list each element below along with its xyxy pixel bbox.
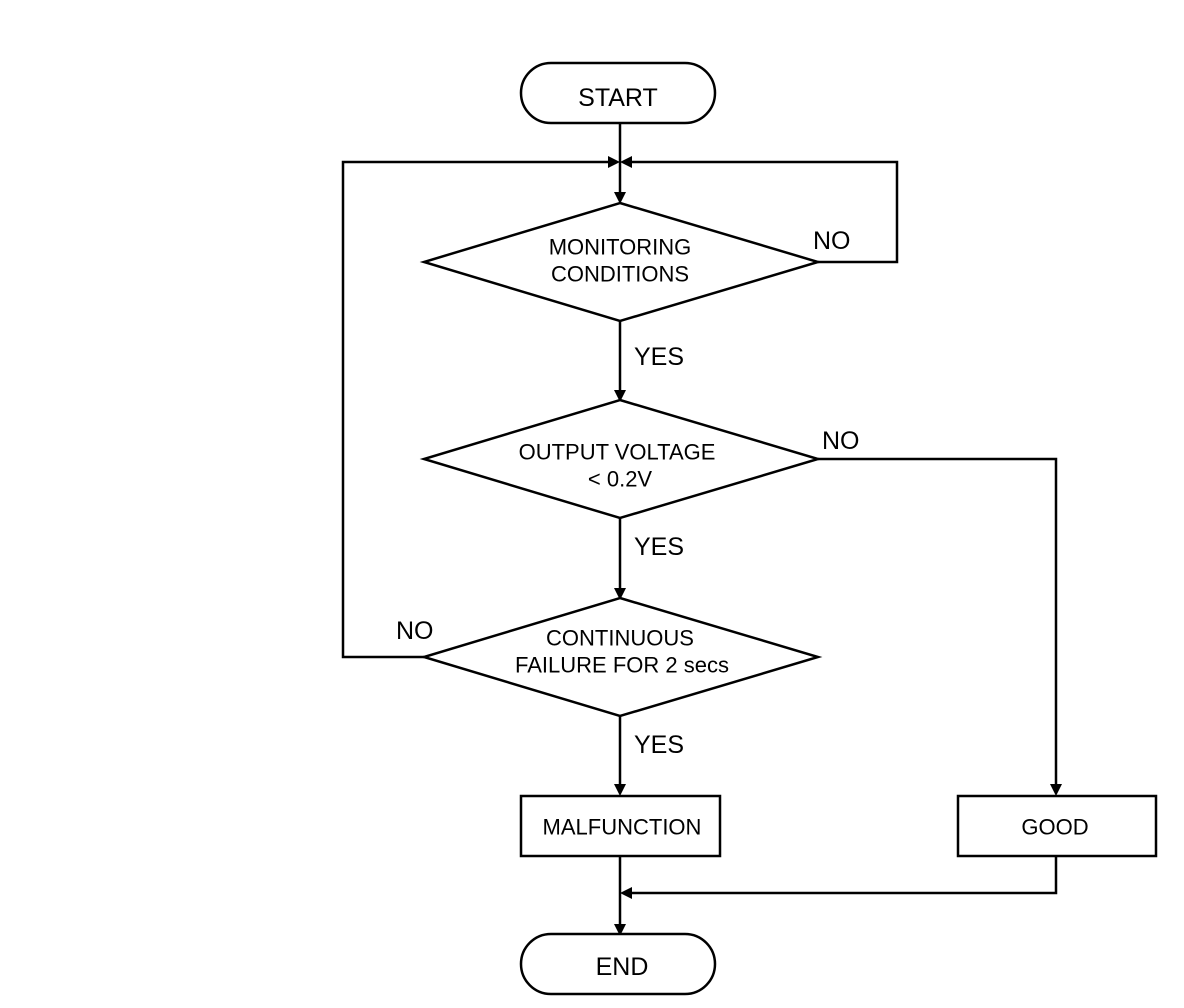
connector-monitoring-no-loop — [630, 160, 899, 264]
start-label: START — [578, 84, 658, 112]
output-voltage-decision — [419, 398, 823, 520]
monitoring-conditions-line2: CONDITIONS — [551, 262, 689, 287]
monitoring-conditions-line1: MONITORING — [549, 235, 692, 260]
connector-voltage-no — [818, 457, 1058, 786]
output-voltage-line2: < 0.2V — [588, 467, 653, 492]
good-label: GOOD — [1021, 815, 1088, 840]
monitoring-yes-label: YES — [634, 343, 684, 371]
monitoring-no-label: NO — [813, 227, 851, 255]
continuous-failure-line1: CONTINUOUS — [546, 626, 694, 651]
connector-good-to-end — [630, 856, 1058, 895]
failure-no-label: NO — [396, 617, 434, 645]
arrowhead-failure-no-loop — [608, 156, 620, 168]
good-box — [956, 794, 1158, 858]
arrowhead-monitoring-no-loop — [620, 156, 632, 168]
continuous-failure-line2: FAILURE FOR 2 secs — [515, 653, 729, 678]
arrowhead-good-merge — [620, 887, 632, 899]
arrowhead-into-voltage — [614, 390, 626, 402]
malfunction-label: MALFUNCTION — [543, 815, 702, 840]
malfunction-box — [519, 794, 722, 858]
connector-failure-no-loop — [341, 160, 610, 659]
monitoring-conditions-decision — [419, 201, 823, 323]
end-terminal — [519, 932, 717, 996]
start-terminal — [519, 61, 717, 125]
arrowhead-into-failure — [614, 588, 626, 600]
arrowhead-into-end — [614, 924, 626, 936]
output-voltage-line1: OUTPUT VOLTAGE — [519, 440, 716, 465]
voltage-yes-label: YES — [634, 533, 684, 561]
arrowhead-into-malfunction — [614, 784, 626, 796]
failure-yes-label: YES — [634, 731, 684, 759]
end-label: END — [596, 953, 649, 981]
arrowhead-into-monitoring — [614, 192, 626, 204]
continuous-failure-decision — [419, 596, 823, 718]
voltage-no-label: NO — [822, 427, 860, 455]
arrowhead-into-good — [1050, 784, 1062, 796]
